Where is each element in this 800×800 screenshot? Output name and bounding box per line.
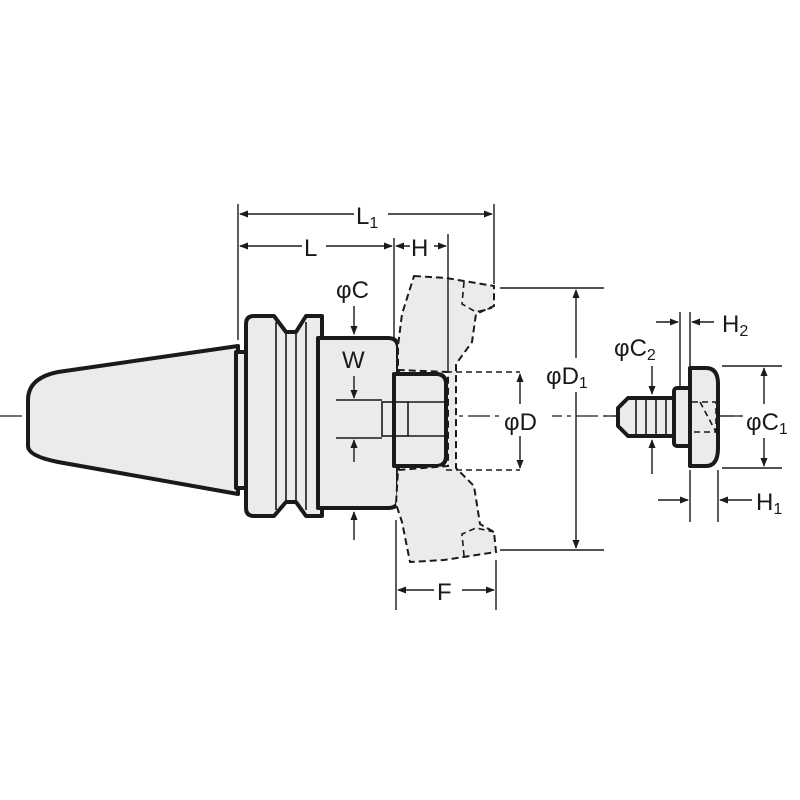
label-backdrop bbox=[302, 232, 326, 260]
label-phi-c1: φC1 bbox=[746, 409, 788, 438]
label-backdrop bbox=[410, 232, 434, 260]
label-backdrop bbox=[502, 404, 552, 436]
label-h1: H1 bbox=[756, 489, 782, 518]
arbor-pilot bbox=[392, 372, 448, 468]
label-backdrop bbox=[434, 576, 462, 604]
drive-key bbox=[381, 401, 409, 437]
label-backdrop bbox=[744, 404, 800, 438]
hex-socket bbox=[699, 401, 717, 433]
label-h2: H2 bbox=[722, 311, 748, 340]
label-backdrop bbox=[354, 200, 388, 228]
hex-socket bbox=[692, 401, 717, 433]
taper-shank bbox=[26, 344, 240, 496]
label-phi-d1: φD1 bbox=[546, 363, 588, 392]
label-backdrop bbox=[546, 358, 604, 392]
label-l: L bbox=[304, 235, 317, 262]
clamp-bolt-head bbox=[688, 366, 720, 468]
label-phi-c2: φC2 bbox=[614, 335, 656, 364]
label-f: F bbox=[437, 579, 452, 606]
label-w: W bbox=[342, 347, 365, 374]
cutter-insert bbox=[461, 527, 495, 557]
label-h: H bbox=[411, 235, 428, 262]
clamp-bolt-shank bbox=[616, 396, 678, 438]
cutter-insert bbox=[461, 281, 493, 313]
flange bbox=[244, 314, 324, 518]
label-phi-c: φC bbox=[336, 277, 369, 304]
label-l1: L1 bbox=[356, 203, 378, 232]
label-phi-d: φD bbox=[504, 409, 537, 436]
